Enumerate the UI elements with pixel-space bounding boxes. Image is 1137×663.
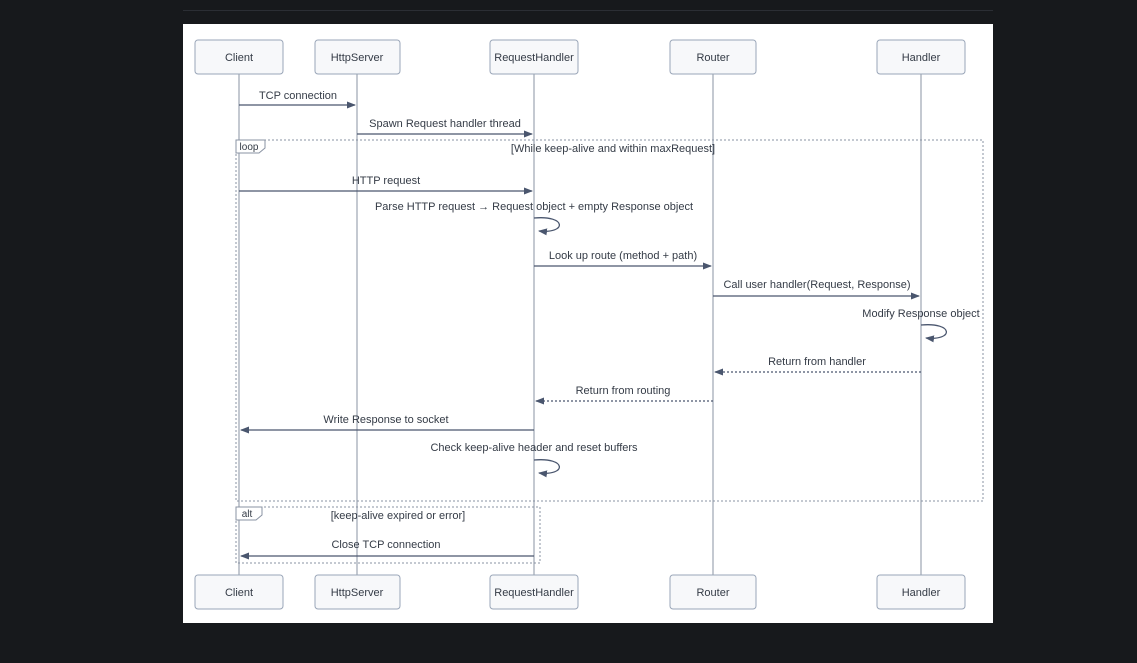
message-return-from-routing: Return from routing xyxy=(535,385,713,405)
alt-frame: alt [keep-alive expired or error] xyxy=(235,506,541,564)
message-label: HTTP request xyxy=(352,175,420,187)
message-return-from-handler: Return from handler xyxy=(714,356,921,376)
participant-label: Client xyxy=(225,52,253,64)
loop-frame: loop [While keep-alive and within maxReq… xyxy=(235,139,984,502)
participant-label: RequestHandler xyxy=(494,587,574,599)
participant-box xyxy=(489,574,579,610)
loop-frame-label-box xyxy=(235,139,266,154)
participant-top-requesthandler: RequestHandler xyxy=(489,39,579,75)
message-tcp-connection: TCP connection xyxy=(239,90,356,109)
participant-bottom-requesthandler: RequestHandler xyxy=(489,574,579,610)
participant-box xyxy=(314,39,401,75)
participant-box xyxy=(194,574,284,610)
self-message-arc xyxy=(533,217,560,236)
message-label: Look up route (method + path) xyxy=(549,250,697,262)
message-write-response: Write Response to socket xyxy=(240,414,534,434)
self-message-arc xyxy=(920,324,947,343)
message-modify-response: Modify Response object xyxy=(862,308,980,343)
participant-box xyxy=(876,39,966,75)
participant-label: Handler xyxy=(902,52,941,64)
participant-bottom-router: Router xyxy=(669,574,757,610)
loop-frame-rect xyxy=(235,139,984,502)
participant-box xyxy=(194,39,284,75)
message-label: Close TCP connection xyxy=(331,539,440,551)
message-check-keepalive: Check keep-alive header and reset buffer… xyxy=(430,442,638,478)
participant-bottom-httpserver: HttpServer xyxy=(314,574,401,610)
message-label: Call user handler(Request, Response) xyxy=(723,279,910,291)
participant-box xyxy=(876,574,966,610)
message-label: Spawn Request handler thread xyxy=(369,118,521,130)
message-spawn-thread: Spawn Request handler thread xyxy=(357,118,533,138)
message-label: TCP connection xyxy=(259,90,337,102)
participant-label: HttpServer xyxy=(331,52,384,64)
self-message-arc xyxy=(533,459,560,478)
message-call-user-handler: Call user handler(Request, Response) xyxy=(713,279,920,300)
participant-box xyxy=(489,39,579,75)
top-divider xyxy=(183,10,993,11)
message-close-tcp: Close TCP connection xyxy=(240,539,534,560)
participant-top-router: Router xyxy=(669,39,757,75)
alt-frame-rect xyxy=(235,506,541,564)
participant-label: Router xyxy=(696,52,729,64)
message-parse-request: Parse HTTP request → Request object + em… xyxy=(375,201,693,236)
message-label: Write Response to socket xyxy=(323,414,448,426)
alt-frame-label: alt xyxy=(242,509,253,520)
participant-label: HttpServer xyxy=(331,587,384,599)
loop-frame-condition: [While keep-alive and within maxRequest] xyxy=(511,143,715,155)
message-look-up-route: Look up route (method + path) xyxy=(534,250,712,270)
loop-frame-label: loop xyxy=(240,142,259,153)
message-label: Check keep-alive header and reset buffer… xyxy=(430,442,638,454)
message-label: Return from routing xyxy=(576,385,671,397)
participant-label: RequestHandler xyxy=(494,52,574,64)
participant-label: Router xyxy=(696,587,729,599)
participant-box xyxy=(669,39,757,75)
participant-top-httpserver: HttpServer xyxy=(314,39,401,75)
participant-label: Client xyxy=(225,587,253,599)
participant-box xyxy=(669,574,757,610)
message-http-request: HTTP request xyxy=(239,175,533,195)
participant-top-handler: Handler xyxy=(876,39,966,75)
participant-bottom-client: Client xyxy=(194,574,284,610)
message-label: Return from handler xyxy=(768,356,866,368)
diagram-canvas: loop [While keep-alive and within maxReq… xyxy=(183,24,993,623)
sequence-diagram: loop [While keep-alive and within maxReq… xyxy=(194,39,984,610)
message-label: Modify Response object xyxy=(862,308,979,320)
participant-bottom-handler: Handler xyxy=(876,574,966,610)
alt-frame-label-box xyxy=(235,506,263,521)
participant-box xyxy=(314,574,401,610)
participant-label: Handler xyxy=(902,587,941,599)
message-label: Parse HTTP request → Request object + em… xyxy=(375,201,693,213)
participant-top-client: Client xyxy=(194,39,284,75)
alt-frame-condition: [keep-alive expired or error] xyxy=(331,510,466,522)
